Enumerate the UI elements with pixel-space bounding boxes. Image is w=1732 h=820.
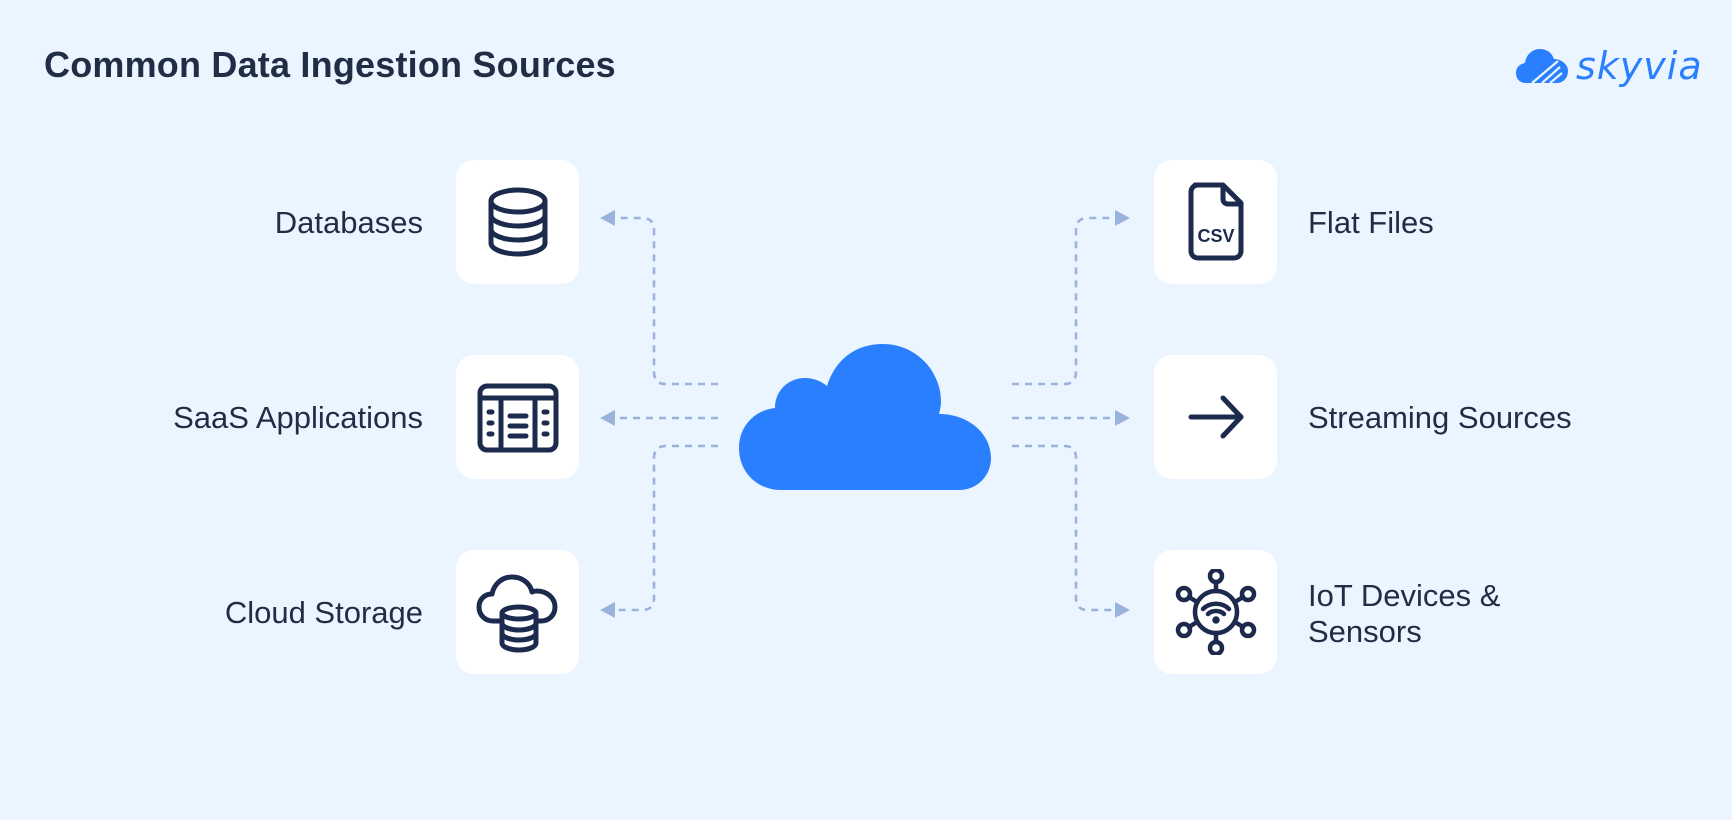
arrow-right-icon	[1188, 395, 1243, 439]
arrowhead-right-top	[1115, 210, 1130, 226]
source-card-streaming-sources	[1154, 355, 1277, 479]
arrowhead-left-top	[600, 210, 615, 226]
source-card-iot-devices	[1154, 550, 1277, 674]
cloud-icon	[739, 344, 991, 490]
source-card-databases	[456, 160, 579, 284]
label-iot-devices-line2: Sensors	[1308, 614, 1422, 649]
page-title: Common Data Ingestion Sources	[44, 44, 616, 85]
arrowhead-left-mid	[600, 410, 615, 426]
skyvia-logo: skyvia	[1516, 44, 1703, 88]
source-card-cloud-storage	[456, 550, 579, 674]
label-databases: Databases	[274, 205, 423, 240]
csv-label: CSV	[1197, 226, 1234, 246]
database-icon	[488, 187, 547, 257]
cloud-database-icon	[476, 574, 557, 653]
label-flat-files: Flat Files	[1308, 205, 1434, 240]
iot-network-icon	[1175, 569, 1256, 655]
source-card-flat-files: CSV	[1154, 160, 1277, 284]
app-window-icon	[477, 383, 558, 453]
source-card-saas-applications	[456, 355, 579, 479]
arrowhead-left-bottom	[600, 602, 615, 618]
label-cloud-storage: Cloud Storage	[224, 595, 423, 630]
label-streaming-sources: Streaming Sources	[1308, 400, 1572, 435]
logo-text: skyvia	[1576, 44, 1703, 88]
csv-file-icon: CSV	[1188, 182, 1243, 261]
label-saas-applications: SaaS Applications	[173, 400, 423, 435]
skyvia-cloud-icon	[1516, 49, 1568, 84]
label-iot-devices-line1: IoT Devices &	[1308, 578, 1501, 613]
arrowhead-right-bottom	[1115, 602, 1130, 618]
arrowhead-right-mid	[1115, 410, 1130, 426]
